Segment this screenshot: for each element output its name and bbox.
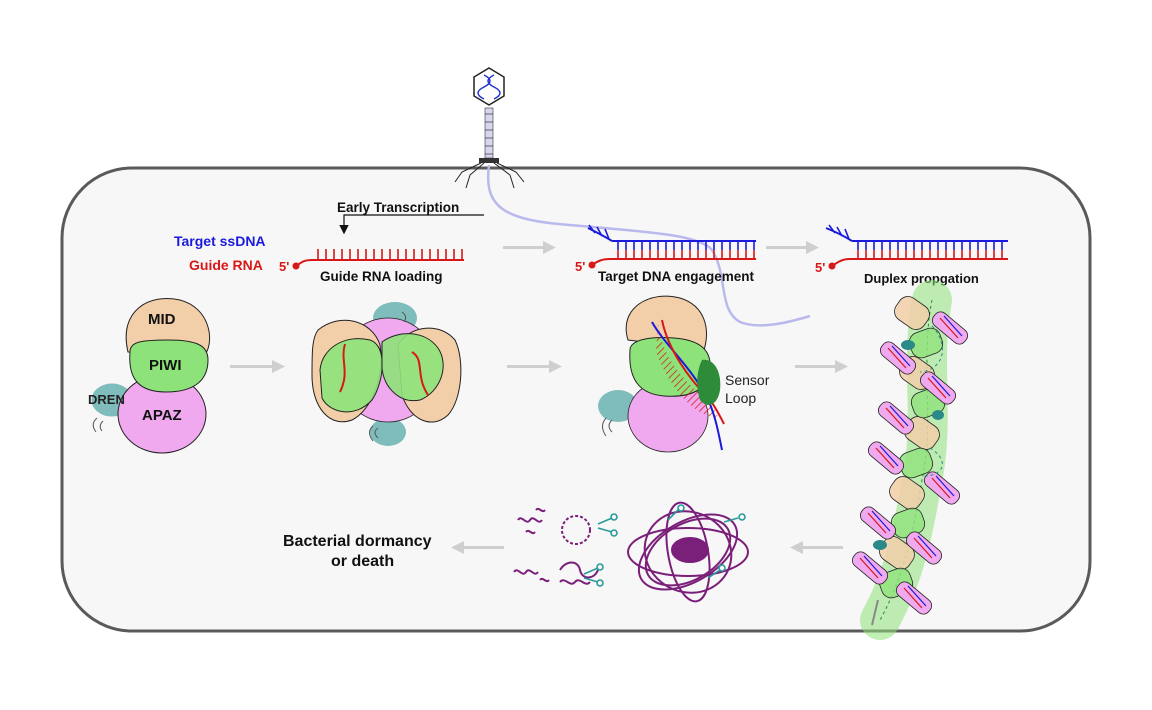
outcome-label-line2: or death bbox=[331, 553, 394, 570]
transcription-arrow bbox=[339, 214, 484, 235]
loop-label: Loop bbox=[725, 390, 756, 406]
target-engagement-label: Target DNA engagement bbox=[598, 269, 755, 284]
sparda-complex-apo bbox=[91, 298, 210, 454]
arrow-top-2 bbox=[766, 241, 819, 254]
guide-loading-label: Guide RNA loading bbox=[320, 269, 443, 284]
target-ssdna-label: Target ssDNA bbox=[174, 233, 266, 249]
arrow-top-1 bbox=[503, 241, 556, 254]
filament-assembly bbox=[851, 280, 969, 640]
guide-loaded-dimer bbox=[311, 302, 462, 446]
degraded-dna-debris bbox=[513, 501, 749, 603]
arrow-bottom-2 bbox=[451, 541, 504, 554]
bacterial-cell bbox=[60, 166, 1092, 633]
process-arrows bbox=[230, 241, 848, 554]
guide-rna-strand-3 bbox=[828, 250, 1008, 270]
outcome-label-line1: Bacterial dormancy bbox=[283, 533, 432, 550]
sensor-label: Sensor bbox=[725, 372, 770, 388]
arrow-bottom-1 bbox=[790, 541, 843, 554]
early-transcription-label: Early Transcription bbox=[337, 200, 459, 215]
mid-domain bbox=[125, 298, 210, 354]
duplex-propagation-label: Duplex propgation bbox=[864, 271, 979, 286]
target-engaged-complex bbox=[598, 295, 725, 453]
guide-rna-strand-1 bbox=[292, 249, 464, 270]
piwi-domain bbox=[129, 339, 209, 393]
arrow-mid-1 bbox=[230, 360, 285, 373]
mid-label: MID bbox=[148, 311, 176, 328]
sensor-loop bbox=[697, 359, 721, 405]
dren-label: DREN bbox=[88, 392, 125, 407]
piwi-label: PIWI bbox=[149, 357, 182, 374]
five-prime-label-2: 5' bbox=[575, 259, 585, 274]
guide-rna-strand-2 bbox=[588, 250, 756, 269]
five-prime-label-1: 5' bbox=[279, 259, 289, 274]
arrow-mid-3 bbox=[795, 360, 848, 373]
target-dna-strand-3 bbox=[825, 224, 1008, 250]
scissors-icon bbox=[583, 504, 746, 587]
apaz-label: APAZ bbox=[142, 407, 182, 424]
guide-rna-label: Guide RNA bbox=[189, 257, 263, 273]
phage-icon bbox=[454, 67, 525, 189]
arrow-mid-2 bbox=[507, 360, 562, 373]
tangled-dna-mass bbox=[627, 501, 749, 603]
five-prime-label-3: 5' bbox=[815, 260, 825, 275]
target-dna-strand-2 bbox=[587, 224, 756, 250]
phage-dna bbox=[486, 164, 811, 327]
